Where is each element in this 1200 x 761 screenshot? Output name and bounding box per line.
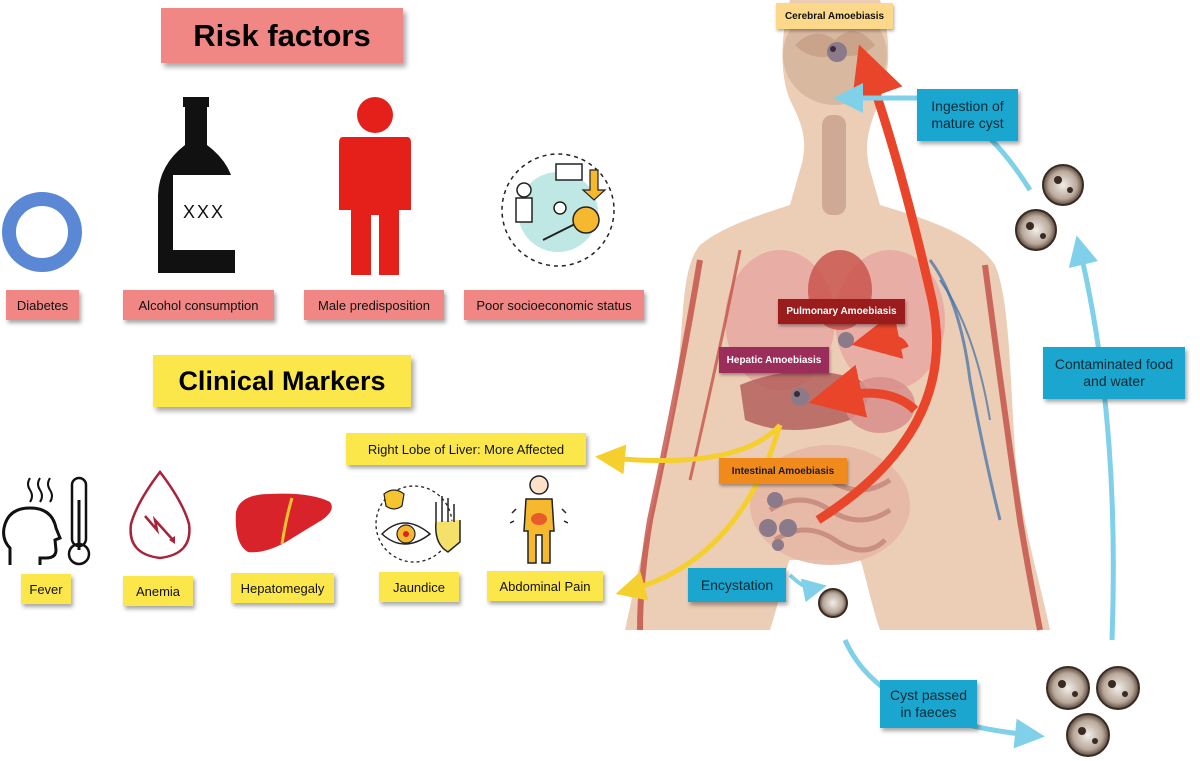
pulmonary-tag: Pulmonary Amoebiasis [778,299,905,324]
hepatomegaly-label: Hepatomegaly [231,573,334,603]
dissemination-arrow-brain [815,44,942,524]
male-person-icon [339,97,411,275]
ingestion-label: Ingestion of mature cyst [917,89,1018,141]
bottle-label-text: XXX [182,202,226,222]
diabetes-ring-icon [2,192,82,272]
cysts [818,164,1140,757]
cyst-top-1 [1042,164,1084,206]
contaminated-label: Contaminated food and water [1043,347,1185,399]
anemia-label: Anemia [123,576,193,606]
socioeconomic-icon [501,153,615,267]
clinical-markers-heading: Clinical Markers [153,355,411,407]
cyst-bottom-3 [1066,713,1110,757]
socioeconomic-label: Poor socioeconomic status [464,290,644,320]
cyst-passed-label: Cyst passed in faeces [880,680,977,728]
liver-callout-arrow [595,423,782,475]
male-label: Male predisposition [304,290,444,320]
cycle-arrow-up [1068,235,1116,641]
hepatic-tag: Hepatic Amoebiasis [719,347,829,373]
cyst-encysted [818,588,848,618]
blood-drop-icon [129,469,191,560]
encystation-arrow [788,573,827,603]
bottle-icon [158,97,235,273]
cyst-bottom-2 [1096,666,1140,710]
liver-icon [235,493,332,553]
trophozoites [759,42,854,551]
intestinal-tag: Intestinal Amoebiasis [719,458,847,484]
fever-thermometer-icon [2,476,91,566]
encystation-label: Encystation [688,568,786,602]
right-lobe-callout: Right Lobe of Liver: More Affected [346,433,586,465]
fever-label: Fever [21,574,71,604]
diabetes-label: Diabetes [6,290,79,320]
jaundice-label: Jaundice [379,572,459,602]
dissemination-arrow-lung [851,311,909,359]
cerebral-tag: Cerebral Amoebiasis [776,3,893,29]
dissemination-arrow-liver [808,364,919,418]
alcohol-label: Alcohol consumption [123,290,274,320]
abdominal-pain-label: Abdominal Pain [487,571,603,601]
abdominal-pain-icon [510,475,568,564]
abdominal-callout-arrow [615,424,783,601]
risk-factors-heading: Risk factors [161,8,403,63]
cyst-bottom-1 [1046,666,1090,710]
cyst-top-2 [1015,209,1057,251]
jaundice-eye-icon [375,485,461,563]
